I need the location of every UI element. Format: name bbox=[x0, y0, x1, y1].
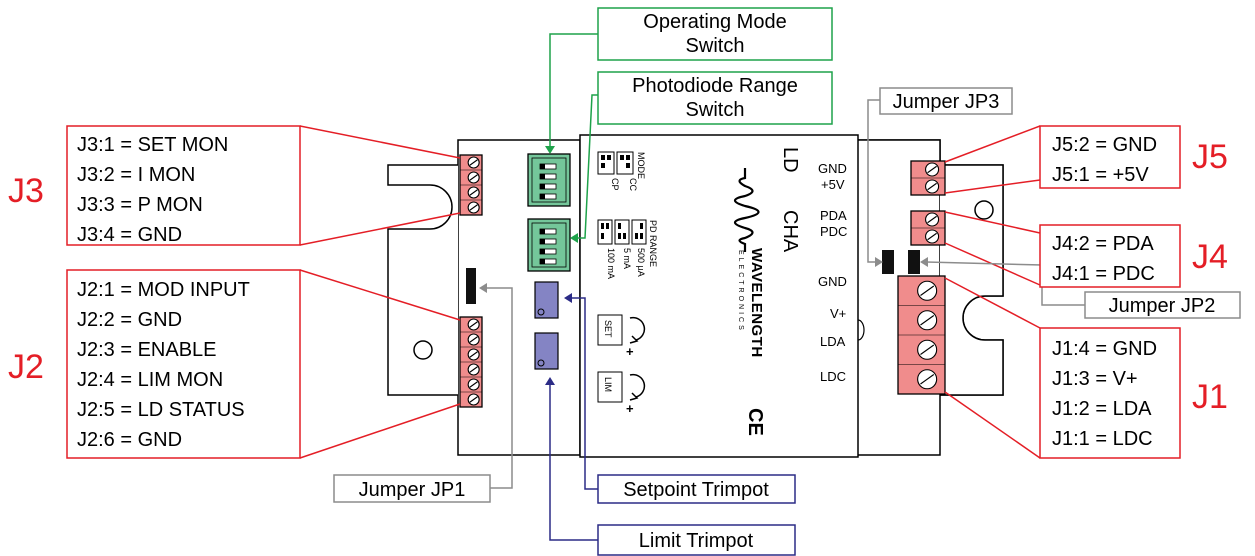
j4-terminal-block bbox=[910, 210, 946, 246]
photodiode-range-switch[interactable] bbox=[527, 218, 571, 272]
pin-assignment: J2:1 = MOD INPUT bbox=[77, 279, 250, 301]
jumper-jp3[interactable] bbox=[882, 250, 894, 274]
photodiode-range-callout-box bbox=[597, 71, 833, 125]
jumper-jp1[interactable] bbox=[466, 268, 476, 304]
operating-mode-line2: Switch bbox=[686, 35, 745, 57]
pin-assignment: J2:6 = GND bbox=[77, 429, 182, 451]
svg-text:SET: SET bbox=[603, 320, 613, 338]
pin-assignment: J2:3 = ENABLE bbox=[77, 339, 217, 361]
lim-adjust-label: LIM + bbox=[597, 371, 646, 416]
pin-assignment: J1:1 = LDC bbox=[1052, 428, 1153, 450]
pin-label-gnd-mid: GND bbox=[818, 274, 847, 289]
pin-assignment: J4:1 = PDC bbox=[1052, 263, 1155, 285]
pin-label-vplus: V+ bbox=[830, 306, 846, 321]
j2-terminal-block bbox=[459, 316, 483, 408]
wavelength-logo-icon bbox=[733, 168, 760, 252]
jumper-jp3-label: Jumper JP3 bbox=[893, 91, 1000, 113]
pin-assignment: J2:2 = GND bbox=[77, 309, 182, 331]
j3-pin-list-box bbox=[66, 125, 301, 246]
pin-assignment: J5:1 = +5V bbox=[1052, 164, 1149, 186]
svg-text:+: + bbox=[626, 401, 634, 416]
jumper-jp1-callout-box bbox=[333, 474, 491, 503]
setpoint-trimpot-callout-box bbox=[597, 474, 796, 504]
pd-range-5ma: 5 mA bbox=[622, 248, 632, 269]
pin-assignment: J1:4 = GND bbox=[1052, 338, 1157, 360]
j2-label: J2 bbox=[8, 348, 44, 386]
cp-label: CP bbox=[610, 178, 620, 191]
j4-label: J4 bbox=[1192, 238, 1228, 276]
setpoint-trimpot[interactable] bbox=[534, 281, 559, 319]
left-flange bbox=[387, 164, 458, 396]
pin-assignment: J3:1 = SET MON bbox=[77, 134, 228, 156]
pd-switch-icons bbox=[597, 219, 647, 245]
j3-terminal-block bbox=[459, 154, 483, 216]
cha-label: CHA bbox=[779, 210, 801, 253]
pin-label-ldc: LDC bbox=[820, 369, 846, 384]
set-adjust-label: SET + bbox=[597, 314, 646, 359]
j1-terminal-block bbox=[897, 275, 946, 395]
j5-terminal-block bbox=[910, 160, 946, 196]
operating-mode-callout-box bbox=[597, 7, 833, 61]
jumper-jp3-callout-box bbox=[879, 87, 1013, 115]
jumper-jp1-label: Jumper JP1 bbox=[359, 479, 466, 501]
j5-pin-list-box bbox=[1039, 125, 1181, 189]
svg-text:LIM: LIM bbox=[603, 377, 613, 392]
j5-label: J5 bbox=[1192, 138, 1228, 176]
pin-label-pda: PDA bbox=[820, 208, 847, 223]
j4-pin-list-box bbox=[1039, 224, 1181, 288]
limit-trimpot-callout-box bbox=[597, 524, 796, 556]
j5-pin-list: J5:2 = GND J5:1 = +5V bbox=[1052, 134, 1157, 186]
j3-pin-list: J3:1 = SET MON J3:2 = I MON J3:3 = P MON J3… bbox=[77, 134, 228, 246]
pin-label-pdc: PDC bbox=[820, 224, 847, 239]
svg-text:+: + bbox=[626, 344, 634, 359]
leader-lines bbox=[299, 33, 1085, 541]
j3-label: J3 bbox=[8, 172, 44, 210]
cc-label: CC bbox=[628, 178, 638, 191]
mode-label: MODE bbox=[636, 152, 646, 179]
setpoint-trimpot-label: Setpoint Trimpot bbox=[623, 479, 769, 501]
operating-mode-line1: Operating Mode bbox=[643, 11, 786, 33]
j4-pin-list: J4:2 = PDA J4:1 = PDC bbox=[1052, 233, 1155, 285]
pin-assignment: J5:2 = GND bbox=[1052, 134, 1157, 156]
pd-range-500ua: 500 µA bbox=[636, 248, 646, 277]
brand-subtitle: ELECTRONICS bbox=[737, 250, 744, 333]
pin-label-gnd-top: GND bbox=[818, 161, 847, 176]
pin-assignment: J4:2 = PDA bbox=[1052, 233, 1154, 255]
pin-assignment: J2:4 = LIM MON bbox=[77, 369, 223, 391]
photodiode-range-line2: Switch bbox=[686, 99, 745, 121]
pin-assignment: J3:3 = P MON bbox=[77, 194, 203, 216]
main-enclosure bbox=[579, 134, 859, 458]
j1-label: J1 bbox=[1192, 378, 1228, 416]
mode-switch-icons bbox=[597, 151, 634, 175]
pd-range-label: PD RANGE bbox=[648, 220, 658, 267]
pin-assignment: J2:5 = LD STATUS bbox=[77, 399, 245, 421]
pin-assignment: J1:3 = V+ bbox=[1052, 368, 1138, 390]
operating-mode-switch[interactable] bbox=[527, 153, 571, 207]
jumper-jp2[interactable] bbox=[908, 250, 920, 274]
ld-label: LD bbox=[779, 147, 801, 173]
pd-range-100ma: 100 mA bbox=[606, 248, 616, 279]
photodiode-range-line1: Photodiode Range bbox=[632, 75, 798, 97]
j1-pin-list-box bbox=[1039, 327, 1181, 459]
ce-mark: CE bbox=[744, 408, 766, 436]
limit-trimpot[interactable] bbox=[534, 332, 559, 370]
jumper-jp2-callout-box bbox=[1084, 291, 1241, 319]
pin-assignment: J3:4 = GND bbox=[77, 224, 182, 246]
brand-name: WAVELENGTH bbox=[748, 248, 765, 358]
pin-assignment: J3:2 = I MON bbox=[77, 164, 195, 186]
jumper-jp2-label: Jumper JP2 bbox=[1109, 295, 1216, 317]
pin-label-5v: +5V bbox=[821, 177, 845, 192]
pin-label-lda: LDA bbox=[820, 334, 846, 349]
j2-pin-list-box bbox=[66, 269, 301, 459]
j1-pin-list: J1:4 = GND J1:3 = V+ J1:2 = LDA J1:1 = LDC bbox=[1052, 338, 1157, 450]
limit-trimpot-label: Limit Trimpot bbox=[639, 530, 754, 552]
j2-pin-list: J2:1 = MOD INPUT J2:2 = GND J2:3 = ENABLE J… bbox=[77, 279, 250, 451]
pin-assignment: J1:2 = LDA bbox=[1052, 398, 1152, 420]
